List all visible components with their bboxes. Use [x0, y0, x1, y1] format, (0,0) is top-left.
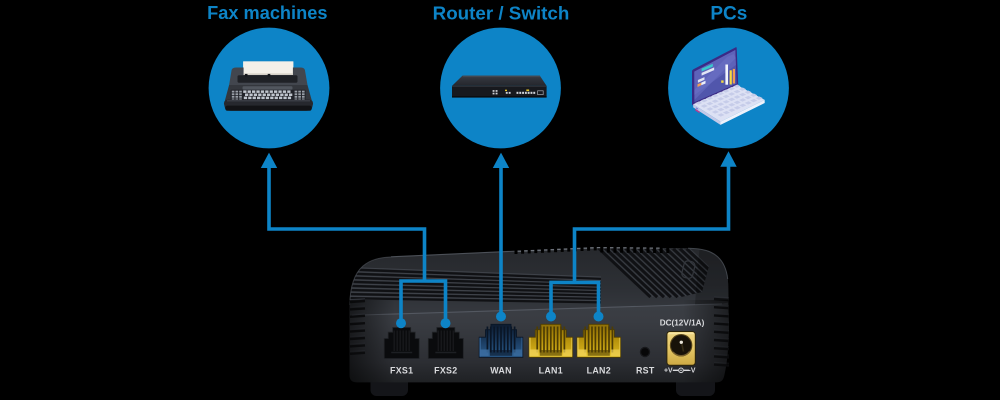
svg-text:DC(12V/1A): DC(12V/1A): [660, 319, 705, 328]
svg-text:+V: +V: [664, 368, 673, 375]
svg-text:-V: -V: [689, 368, 696, 375]
svg-text:WAN: WAN: [490, 365, 512, 375]
svg-text:LAN2: LAN2: [587, 365, 611, 375]
svg-text:Fax machines: Fax machines: [207, 3, 327, 23]
svg-text:RST: RST: [636, 365, 655, 375]
svg-text:FXS2: FXS2: [434, 365, 457, 375]
svg-text:PCs: PCs: [710, 4, 747, 25]
svg-text:LAN1: LAN1: [539, 365, 563, 375]
svg-text:Router / Switch: Router / Switch: [433, 3, 570, 24]
svg-text:FXS1: FXS1: [390, 365, 413, 375]
